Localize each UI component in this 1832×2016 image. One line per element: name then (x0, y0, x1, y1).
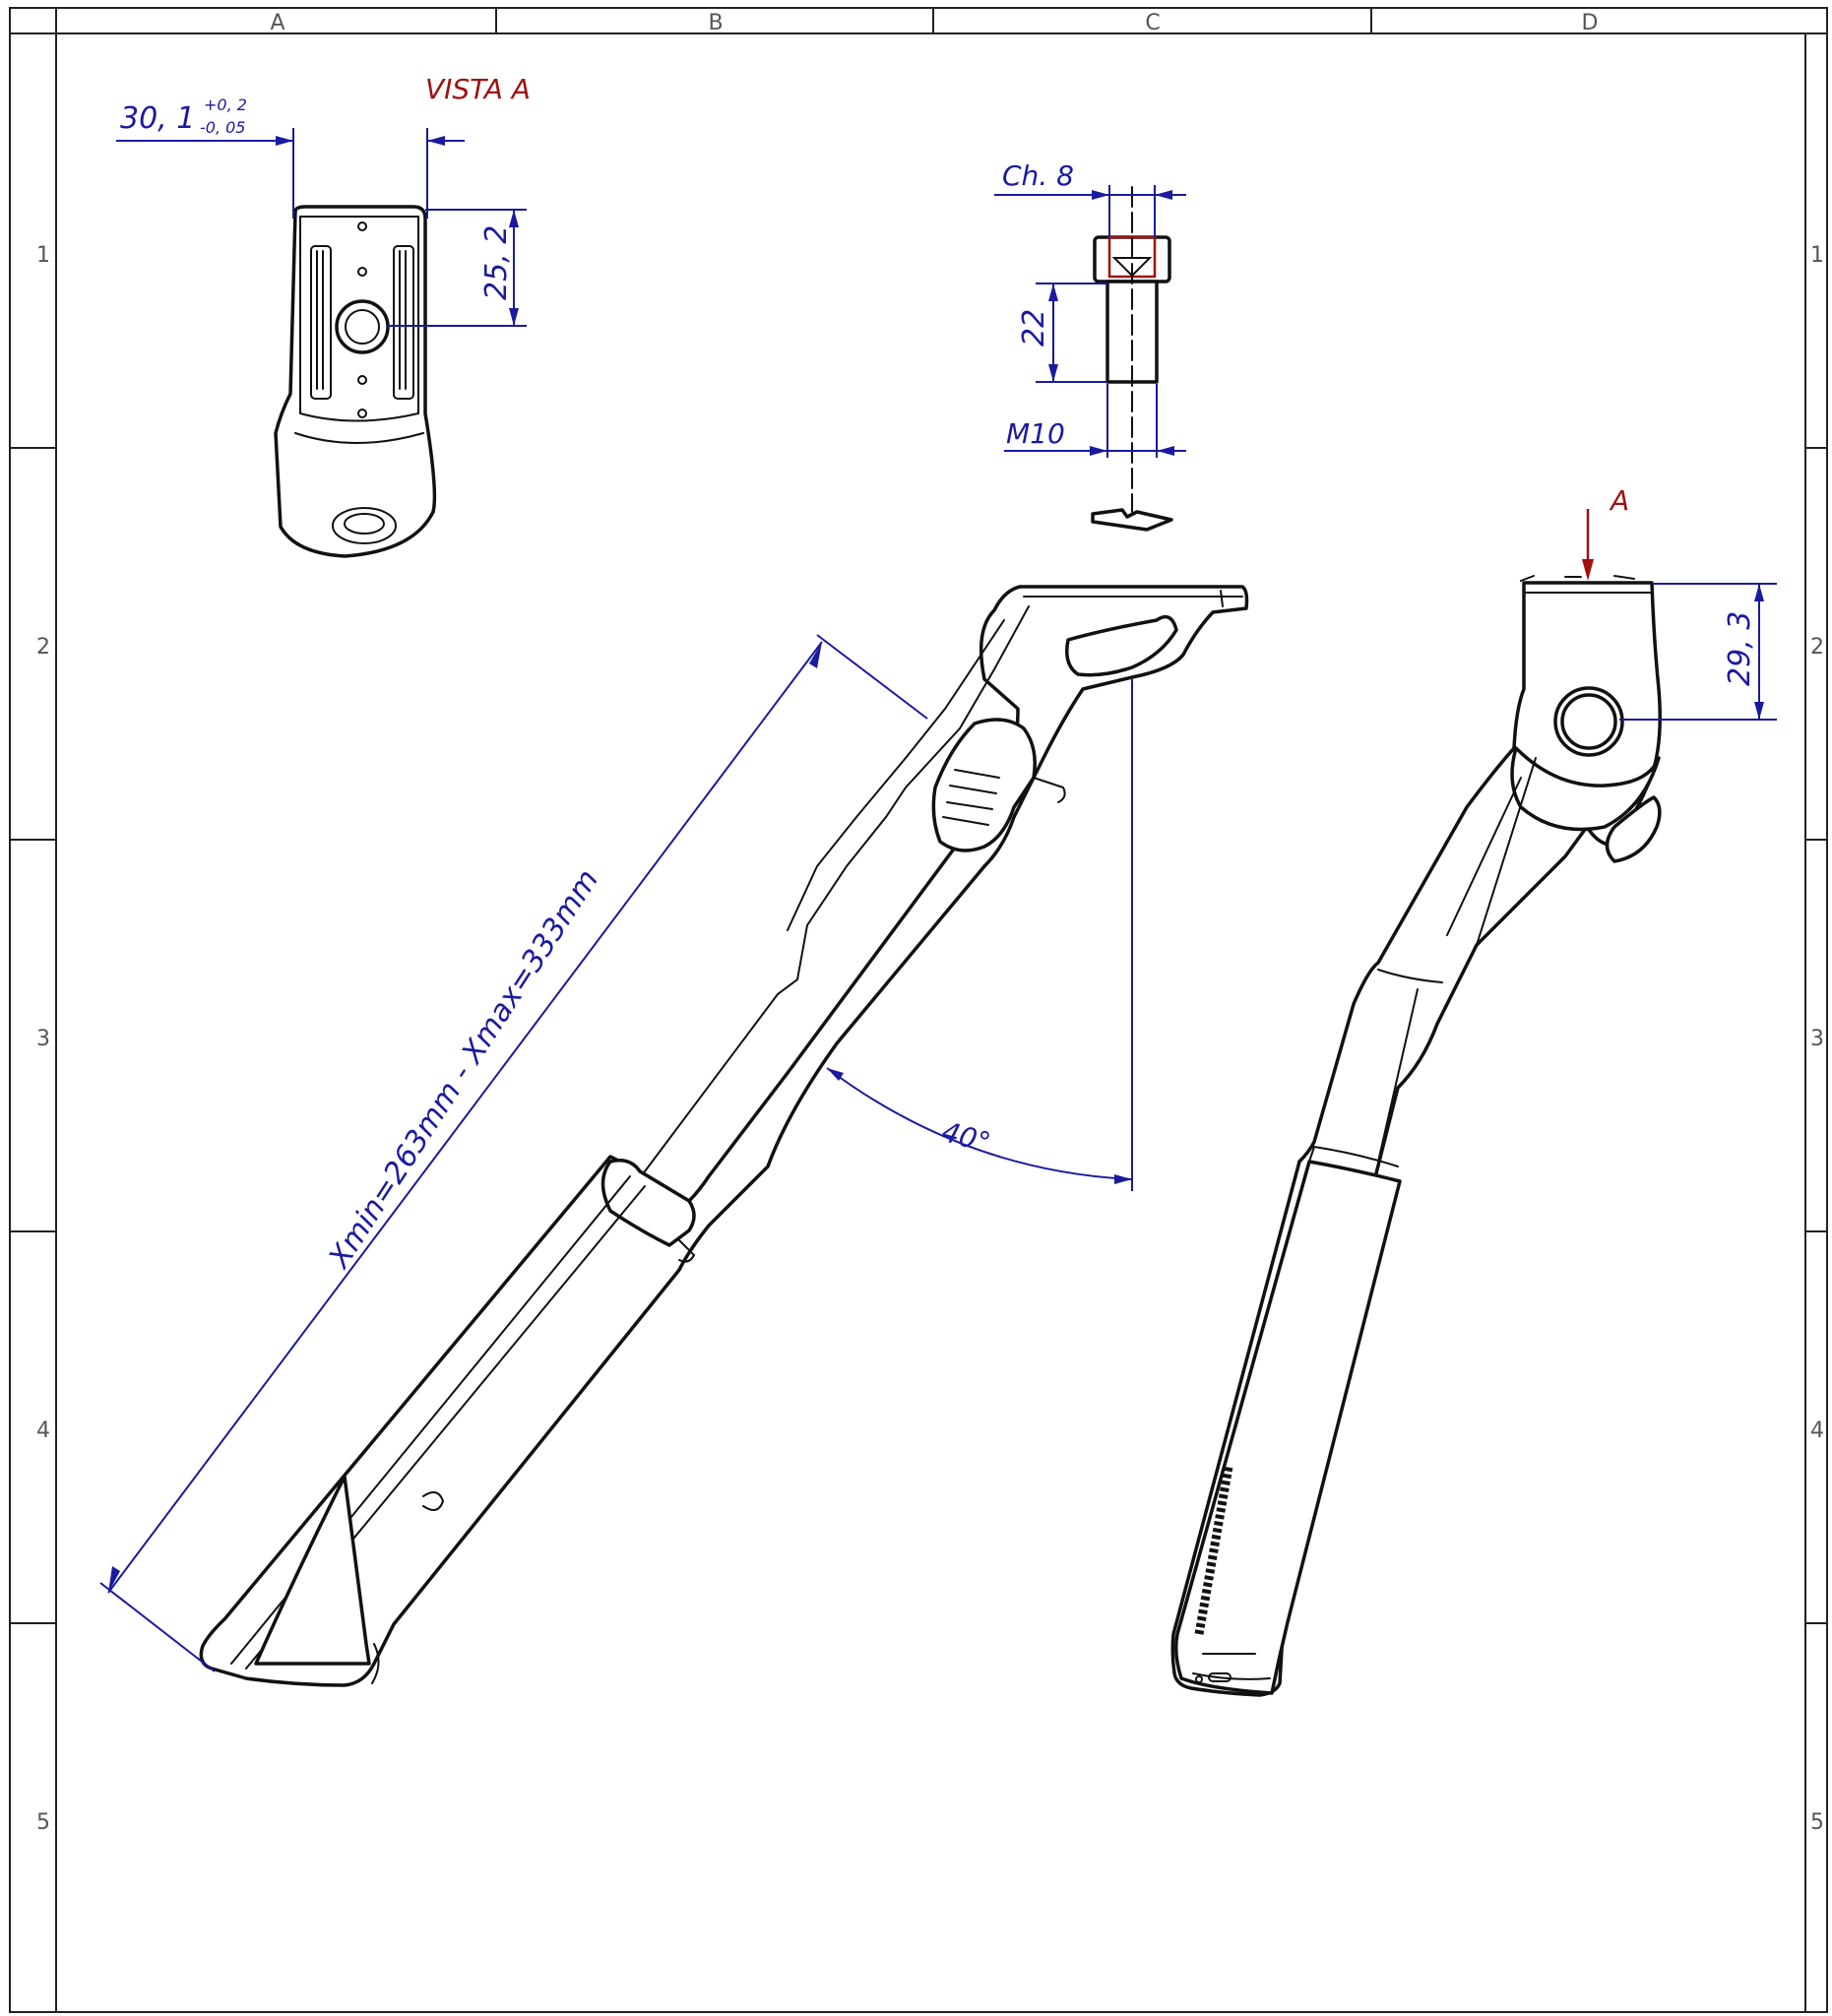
row-label-3-right: 3 (1810, 1027, 1824, 1051)
bolt-hex-arrow-right (1155, 190, 1172, 200)
pivot-height-dimension: 29, 3 (1723, 611, 1757, 686)
bolt-length: 22 (1017, 309, 1051, 346)
bolt-length-arrow-top (1048, 284, 1058, 301)
column-label-b: B (708, 11, 723, 35)
row-label-5-right: 5 (1810, 1810, 1824, 1835)
length-arrow-bottom (108, 1566, 120, 1593)
view-a-marker: A (1609, 484, 1629, 517)
length-ext-bottom (99, 1582, 216, 1672)
bolt-length-arrow-bottom (1048, 364, 1058, 382)
drawing-frame (9, 7, 1828, 2013)
side-height-arrow-bottom (1754, 702, 1764, 720)
angle-arc-arrow-end (1114, 1174, 1132, 1184)
row-label-2-right: 2 (1810, 635, 1824, 660)
length-arrow-top (809, 642, 822, 668)
column-label-d: D (1582, 11, 1599, 35)
length-ext-top (816, 634, 928, 720)
width-dimension: 30, 1 (120, 101, 195, 136)
row-label-5-left: 5 (36, 1810, 50, 1835)
angle-arc (826, 1067, 1133, 1180)
row-label-4-right: 4 (1810, 1418, 1824, 1443)
column-labels: A B C D (270, 11, 1598, 35)
row-labels-left: 1 2 3 4 5 (36, 243, 50, 1835)
row-label-1-right: 1 (1810, 243, 1824, 268)
side-height-arrow-top (1754, 584, 1764, 601)
bolt-thread-arrow-left (1090, 446, 1107, 456)
bolt-thread-arrow-right (1157, 446, 1174, 456)
row-labels-right: 1 2 3 4 5 (1810, 243, 1824, 1835)
m10-bolt (1091, 186, 1173, 532)
row-label-3-left: 3 (36, 1027, 50, 1051)
row-label-1-left: 1 (36, 243, 50, 268)
length-dimension-line (107, 641, 823, 1594)
vista-a-title: VISTA A (425, 73, 531, 105)
kickstand-side-view (199, 585, 1249, 1687)
bolt-hex-size: Ch. 8 (1002, 159, 1074, 192)
row-label-2-left: 2 (36, 635, 50, 660)
view-a-arrow-head (1582, 559, 1594, 581)
vista-a-view (116, 128, 527, 558)
column-label-a: A (270, 11, 284, 35)
width-tolerance-upper: +0, 2 (204, 95, 247, 114)
angle-arc-arrow-start (827, 1068, 844, 1081)
bolt-thread-size: M10 (1006, 417, 1065, 450)
angle-dimension: 40° (938, 1115, 993, 1160)
clamp-height-dimension: 25, 2 (479, 225, 514, 300)
kickstand-front-view (1170, 575, 1662, 1697)
width-tolerance-lower: -0, 05 (200, 118, 245, 137)
bolt-hex-arrow-left (1092, 190, 1109, 200)
row-label-4-left: 4 (36, 1418, 50, 1443)
column-label-c: C (1145, 11, 1160, 35)
